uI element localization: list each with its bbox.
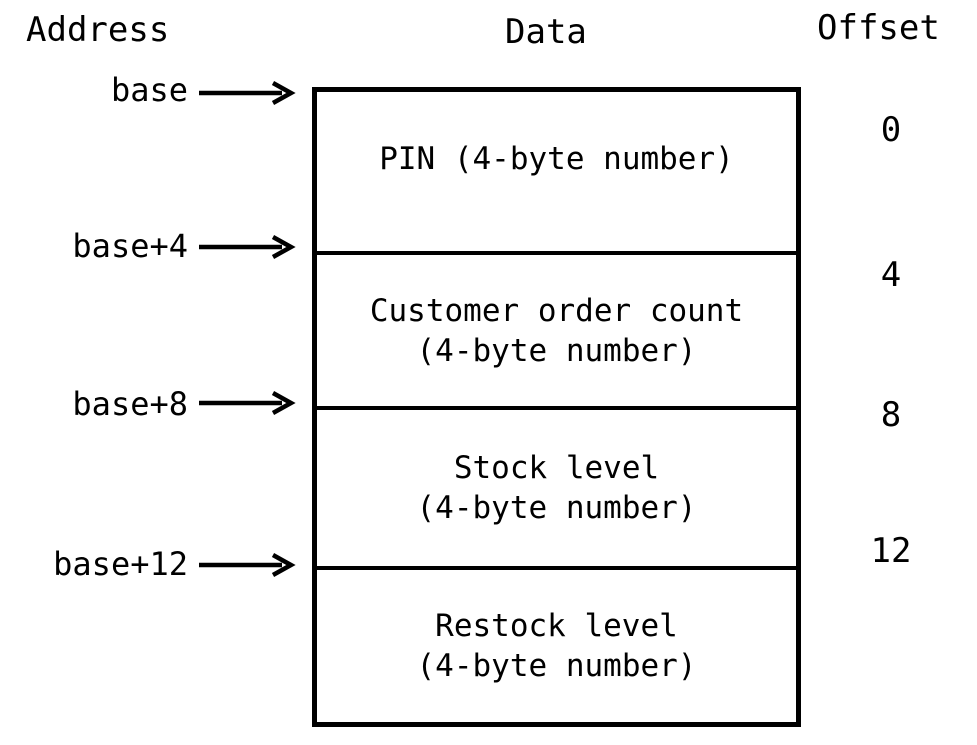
memory-cell-label: Restock level [435, 608, 678, 644]
memory-cell-label: (4-byte number) [416, 332, 697, 369]
memory-cell-label: (4-byte number) [416, 648, 697, 684]
address-label-base: base [110, 71, 188, 109]
memory-cell-label: (4-byte number) [416, 490, 697, 526]
memory-cell-pin: PIN (4-byte number) [317, 92, 796, 251]
arrow-right-icon [199, 235, 296, 259]
memory-cell-restock-level: Restock level (4-byte number) [317, 566, 796, 722]
arrow-right-icon [199, 553, 296, 577]
memory-cell-customer-order-count: Customer order count (4-byte number) [317, 251, 796, 406]
offset-value: 12 [870, 531, 912, 571]
memory-cell-stock-level: Stock level (4-byte number) [317, 406, 796, 566]
memory-cell-label: Stock level [453, 450, 660, 486]
offset-value: 0 [880, 110, 902, 150]
memory-box: PIN (4-byte number) Customer order count… [312, 87, 801, 727]
memory-cell-label: Customer order count [369, 292, 744, 329]
address-label-base-plus-4: base+4 [72, 227, 188, 265]
address-label-base-plus-8: base+8 [72, 385, 188, 423]
address-label-base-plus-12: base+12 [53, 545, 188, 583]
offset-value: 8 [880, 395, 902, 435]
memory-cell-label: PIN (4-byte number) [379, 140, 734, 177]
column-header-data: Data [505, 12, 587, 52]
column-header-offset: Offset [817, 8, 940, 48]
arrow-right-icon [199, 81, 296, 105]
column-header-address: Address [26, 10, 170, 50]
offset-value: 4 [880, 255, 902, 295]
arrow-right-icon [199, 391, 296, 415]
